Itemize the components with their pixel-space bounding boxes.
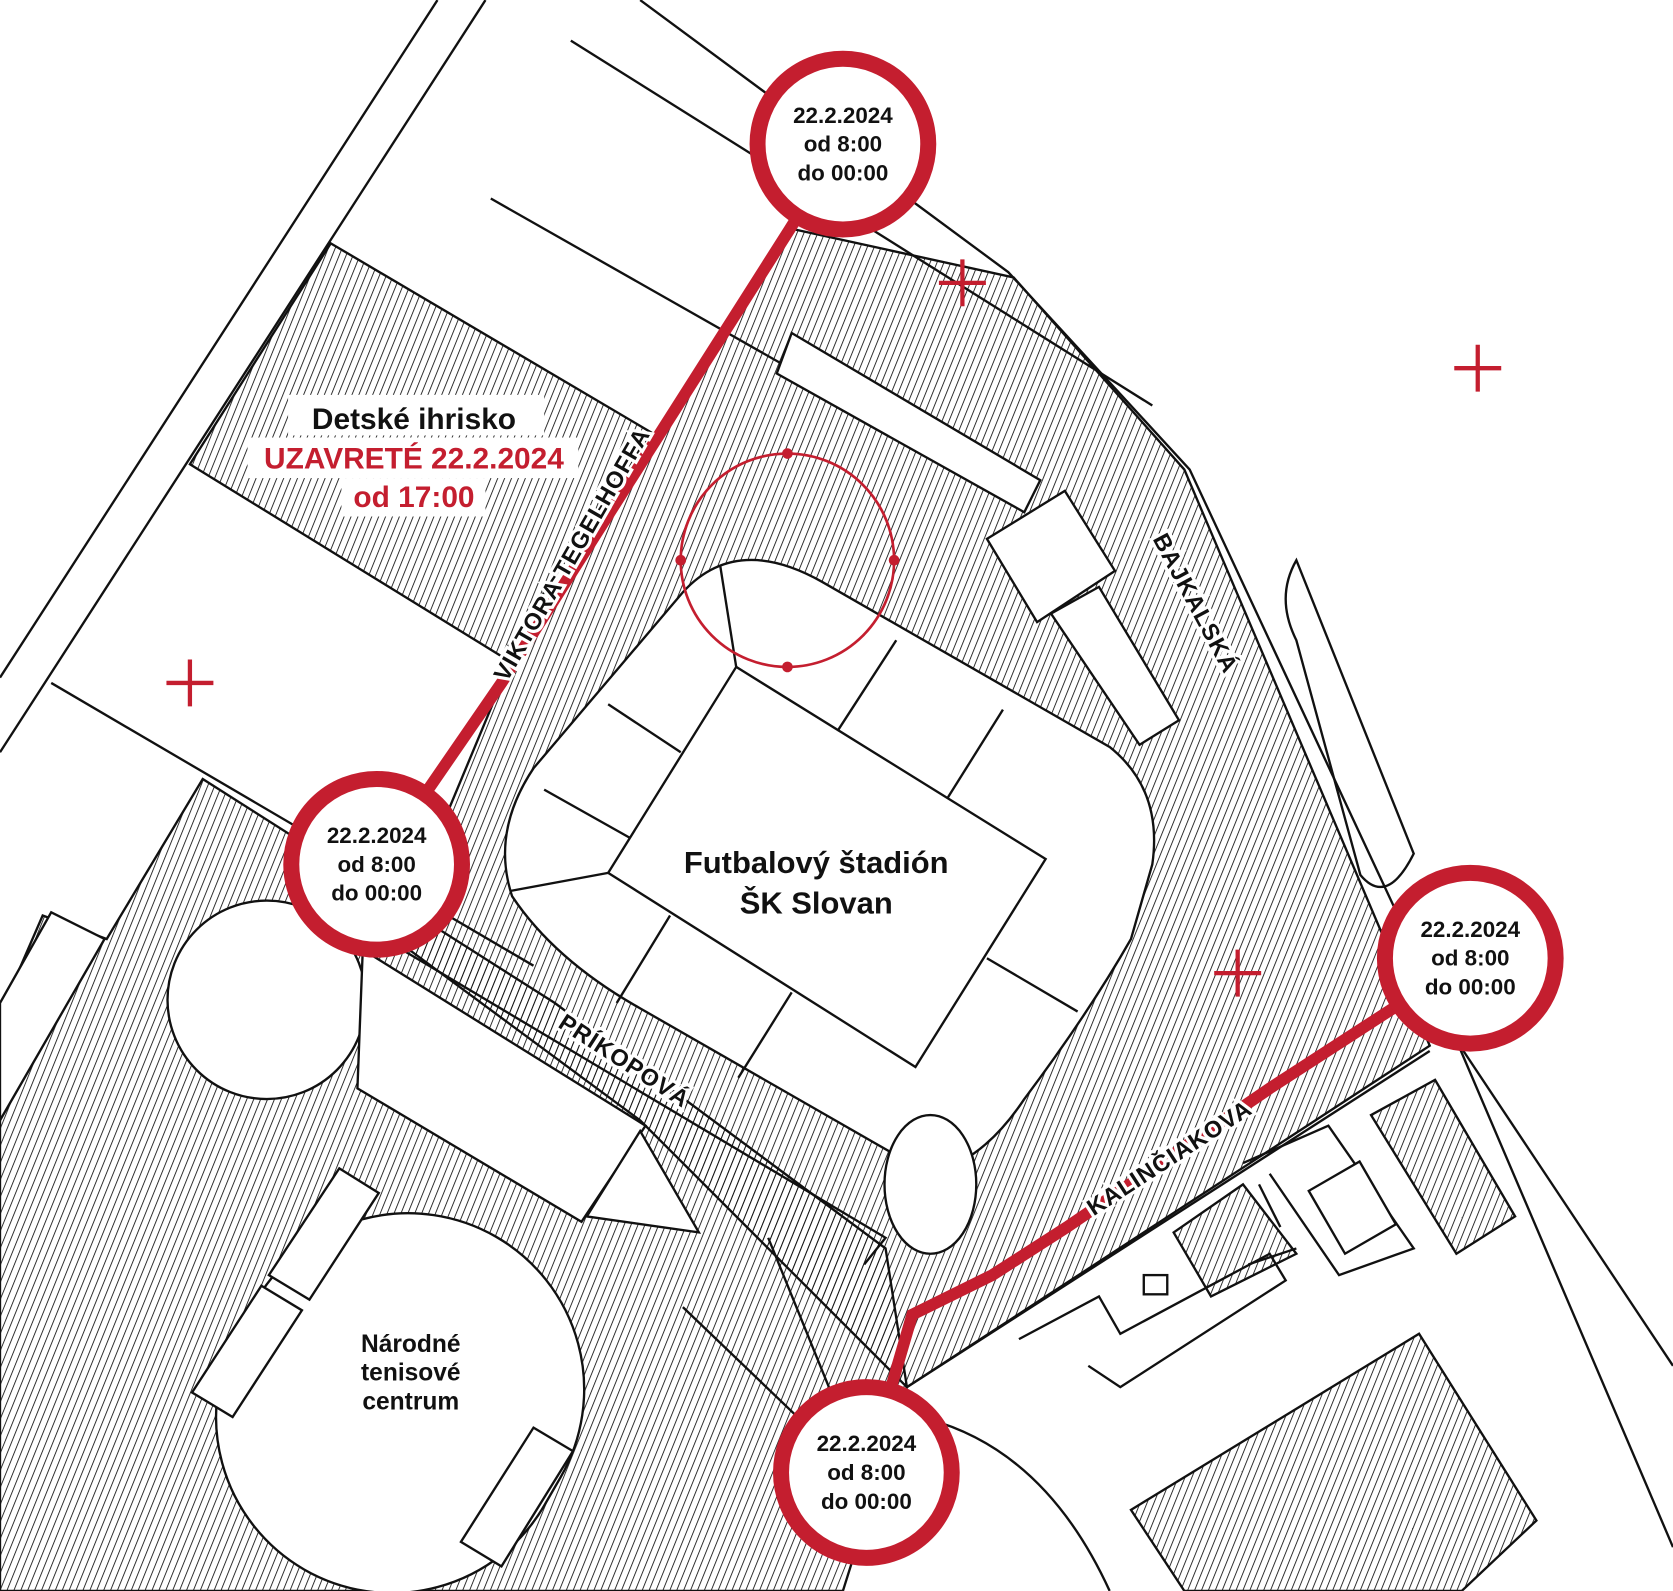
stadium-entrance-ring — [675, 448, 900, 673]
closure-circle-icon — [773, 1379, 960, 1566]
playground-name: Detské ihrisko — [312, 403, 516, 436]
closure-date: 22.2.2024 — [793, 103, 893, 128]
tennis-line1: Národné — [361, 1331, 461, 1358]
stadium-name-line1: Futbalový štadión — [684, 845, 949, 880]
tennis-line3: centrum — [362, 1389, 459, 1416]
red-plus-markers — [166, 259, 1502, 997]
closure-from: od 8:00 — [827, 1460, 905, 1485]
closure-badge: 22.2.2024 od 8:00 do 00:00 — [1376, 864, 1564, 1052]
building-hatch-3 — [1172, 1182, 1299, 1298]
closure-to: do 00:00 — [821, 1489, 912, 1514]
stadium-name-line2: ŠK Slovan — [740, 884, 893, 920]
playground-closed-time: od 17:00 — [353, 481, 474, 514]
closure-date: 22.2.2024 — [1420, 917, 1520, 942]
plus-icon — [938, 259, 986, 307]
closure-circle-icon — [283, 770, 470, 958]
closure-to: do 00:00 — [797, 160, 888, 185]
tennis-line2: tenisové — [361, 1360, 461, 1387]
closure-from: od 8:00 — [804, 132, 882, 157]
closure-circle-icon — [749, 50, 937, 238]
buildings — [0, 331, 1416, 1591]
closure-to: do 00:00 — [1425, 974, 1516, 999]
building-hatch-1 — [1369, 1078, 1517, 1256]
tennis-label: Národné tenisové centrum — [361, 1331, 461, 1416]
closure-date: 22.2.2024 — [817, 1431, 917, 1456]
closure-from: od 8:00 — [337, 852, 415, 877]
plus-icon — [1214, 949, 1262, 997]
closure-circle-icon — [1376, 864, 1564, 1052]
closure-badge: 22.2.2024 od 8:00 do 00:00 — [749, 50, 937, 238]
playground-label: Detské ihrisko UZAVRETÉ 22.2.2024 od 17:… — [247, 394, 579, 517]
pitch — [606, 665, 1048, 1069]
plus-icon — [166, 659, 214, 707]
closure-from: od 8:00 — [1431, 946, 1509, 971]
closed-route-kalinciakova — [860, 953, 1474, 1475]
plus-icon — [1454, 344, 1502, 392]
stadium-label: Futbalový štadión ŠK Slovan — [684, 845, 949, 921]
closure-date: 22.2.2024 — [327, 823, 427, 848]
closure-to: do 00:00 — [331, 881, 422, 906]
building-hatch-2 — [1129, 1332, 1538, 1591]
playground-closed-date: UZAVRETÉ 22.2.2024 — [264, 441, 564, 475]
closure-badge: 22.2.2024 od 8:00 do 00:00 — [283, 770, 470, 958]
closure-badge: 22.2.2024 od 8:00 do 00:00 — [773, 1379, 960, 1566]
